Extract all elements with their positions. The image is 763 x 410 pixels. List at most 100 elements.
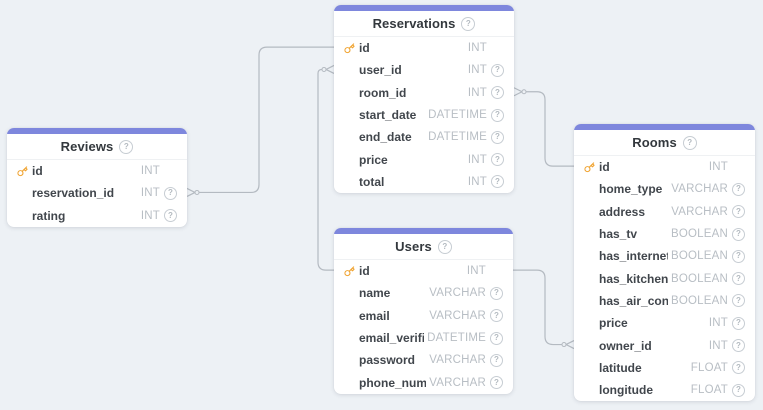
field-help-icon[interactable]: ? [491, 153, 504, 167]
field-help-icon[interactable]: ? [732, 339, 745, 353]
field-help-icon[interactable]: ? [732, 227, 745, 241]
table-users[interactable]: Users?idINT?nameVARCHAR?emailVARCHAR?ema… [334, 228, 513, 394]
field-row-phone_number[interactable]: phone_numberVARCHAR? [334, 371, 513, 393]
field-help-icon[interactable]: ? [732, 205, 745, 219]
field-help-icon[interactable]: ? [490, 376, 503, 390]
field-help-slot: ? [487, 175, 504, 189]
field-help-icon[interactable]: ? [491, 108, 504, 122]
field-help-icon[interactable]: ? [490, 286, 503, 300]
field-help-slot: ? [728, 227, 745, 241]
help-circle-icon[interactable]: ? [119, 139, 134, 154]
help-circle-icon[interactable]: ? [682, 135, 697, 150]
field-name: address [599, 204, 646, 219]
field-name: reservation_id [32, 186, 115, 201]
field-help-slot: ? [487, 108, 504, 122]
field-type: INT [467, 42, 487, 55]
field-name: phone_number [359, 375, 427, 390]
field-type: VARCHAR [671, 205, 728, 218]
field-row-total[interactable]: total INT? [334, 171, 514, 193]
field-help-icon[interactable]: ? [490, 331, 503, 345]
table-title[interactable]: Users? [334, 234, 513, 260]
field-help-icon[interactable]: ? [491, 86, 504, 100]
field-help-icon[interactable]: ? [732, 249, 745, 263]
field-help-icon[interactable]: ? [491, 130, 504, 144]
field-help-icon[interactable]: ? [164, 209, 177, 223]
zero-many-circle-icon [321, 66, 327, 72]
relation-line-rooms-owner_id [513, 269, 562, 346]
field-type: INT [467, 175, 487, 188]
field-help-icon[interactable]: ? [491, 175, 504, 189]
table-title[interactable]: Rooms? [574, 130, 755, 156]
field-name: owner_id [599, 338, 652, 353]
field-type: VARCHAR [671, 183, 728, 196]
field-help-slot: ? [160, 186, 177, 200]
field-help-icon[interactable]: ? [490, 353, 503, 367]
field-type: INT [140, 165, 160, 178]
key-icon [17, 166, 32, 177]
table-accent-bar [7, 128, 187, 134]
field-help-slot: ? [728, 383, 745, 397]
field-type: DATETIME [428, 131, 487, 144]
table-accent-bar [334, 5, 514, 11]
table-name: Rooms [632, 135, 677, 150]
field-help-icon[interactable]: ? [491, 63, 504, 77]
key-icon [344, 266, 359, 277]
field-help-icon[interactable]: ? [732, 383, 745, 397]
field-help-icon[interactable]: ? [732, 294, 745, 308]
key-icon [584, 162, 599, 173]
field-name: email_verified_at [359, 331, 425, 346]
field-help-slot: ? [728, 272, 745, 286]
field-type: VARCHAR [429, 287, 486, 300]
field-help-slot: ? [728, 316, 745, 330]
field-type: DATETIME [428, 109, 487, 122]
field-name: total [359, 174, 385, 189]
field-help-icon[interactable]: ? [732, 272, 745, 286]
field-help-icon[interactable]: ? [490, 309, 503, 323]
help-circle-icon[interactable]: ? [437, 239, 452, 254]
field-type: INT [467, 64, 487, 77]
field-type: BOOLEAN [670, 228, 728, 241]
field-type: INT [467, 86, 487, 99]
table-title[interactable]: Reservations? [334, 11, 514, 37]
field-row-reservation_id[interactable]: reservation_id INT? [7, 182, 187, 204]
table-title[interactable]: Reviews? [7, 134, 187, 160]
table-reviews[interactable]: Reviews?idINT?reservation_idINT?ratingIN… [7, 128, 187, 227]
field-type: INT [140, 187, 160, 200]
field-row-address[interactable]: address VARCHAR? [574, 201, 755, 223]
help-circle-icon[interactable]: ? [461, 16, 476, 31]
field-name: has_internet [599, 249, 668, 264]
field-name: id [359, 264, 370, 279]
field-help-icon[interactable]: ? [732, 182, 745, 196]
field-row-email_verified_at[interactable]: email_verified_atDATETIME? [334, 327, 513, 349]
field-help-icon[interactable]: ? [732, 361, 745, 375]
field-type: INT [467, 153, 487, 166]
table-rooms[interactable]: Rooms?idINT?home_typeVARCHAR?addressVARC… [574, 124, 755, 402]
field-help-slot: ? [160, 209, 177, 223]
field-help-icon[interactable]: ? [164, 186, 177, 200]
table-reservations[interactable]: Reservations?idINT?user_idINT?room_idINT… [334, 5, 514, 194]
field-help-icon[interactable]: ? [732, 316, 745, 330]
